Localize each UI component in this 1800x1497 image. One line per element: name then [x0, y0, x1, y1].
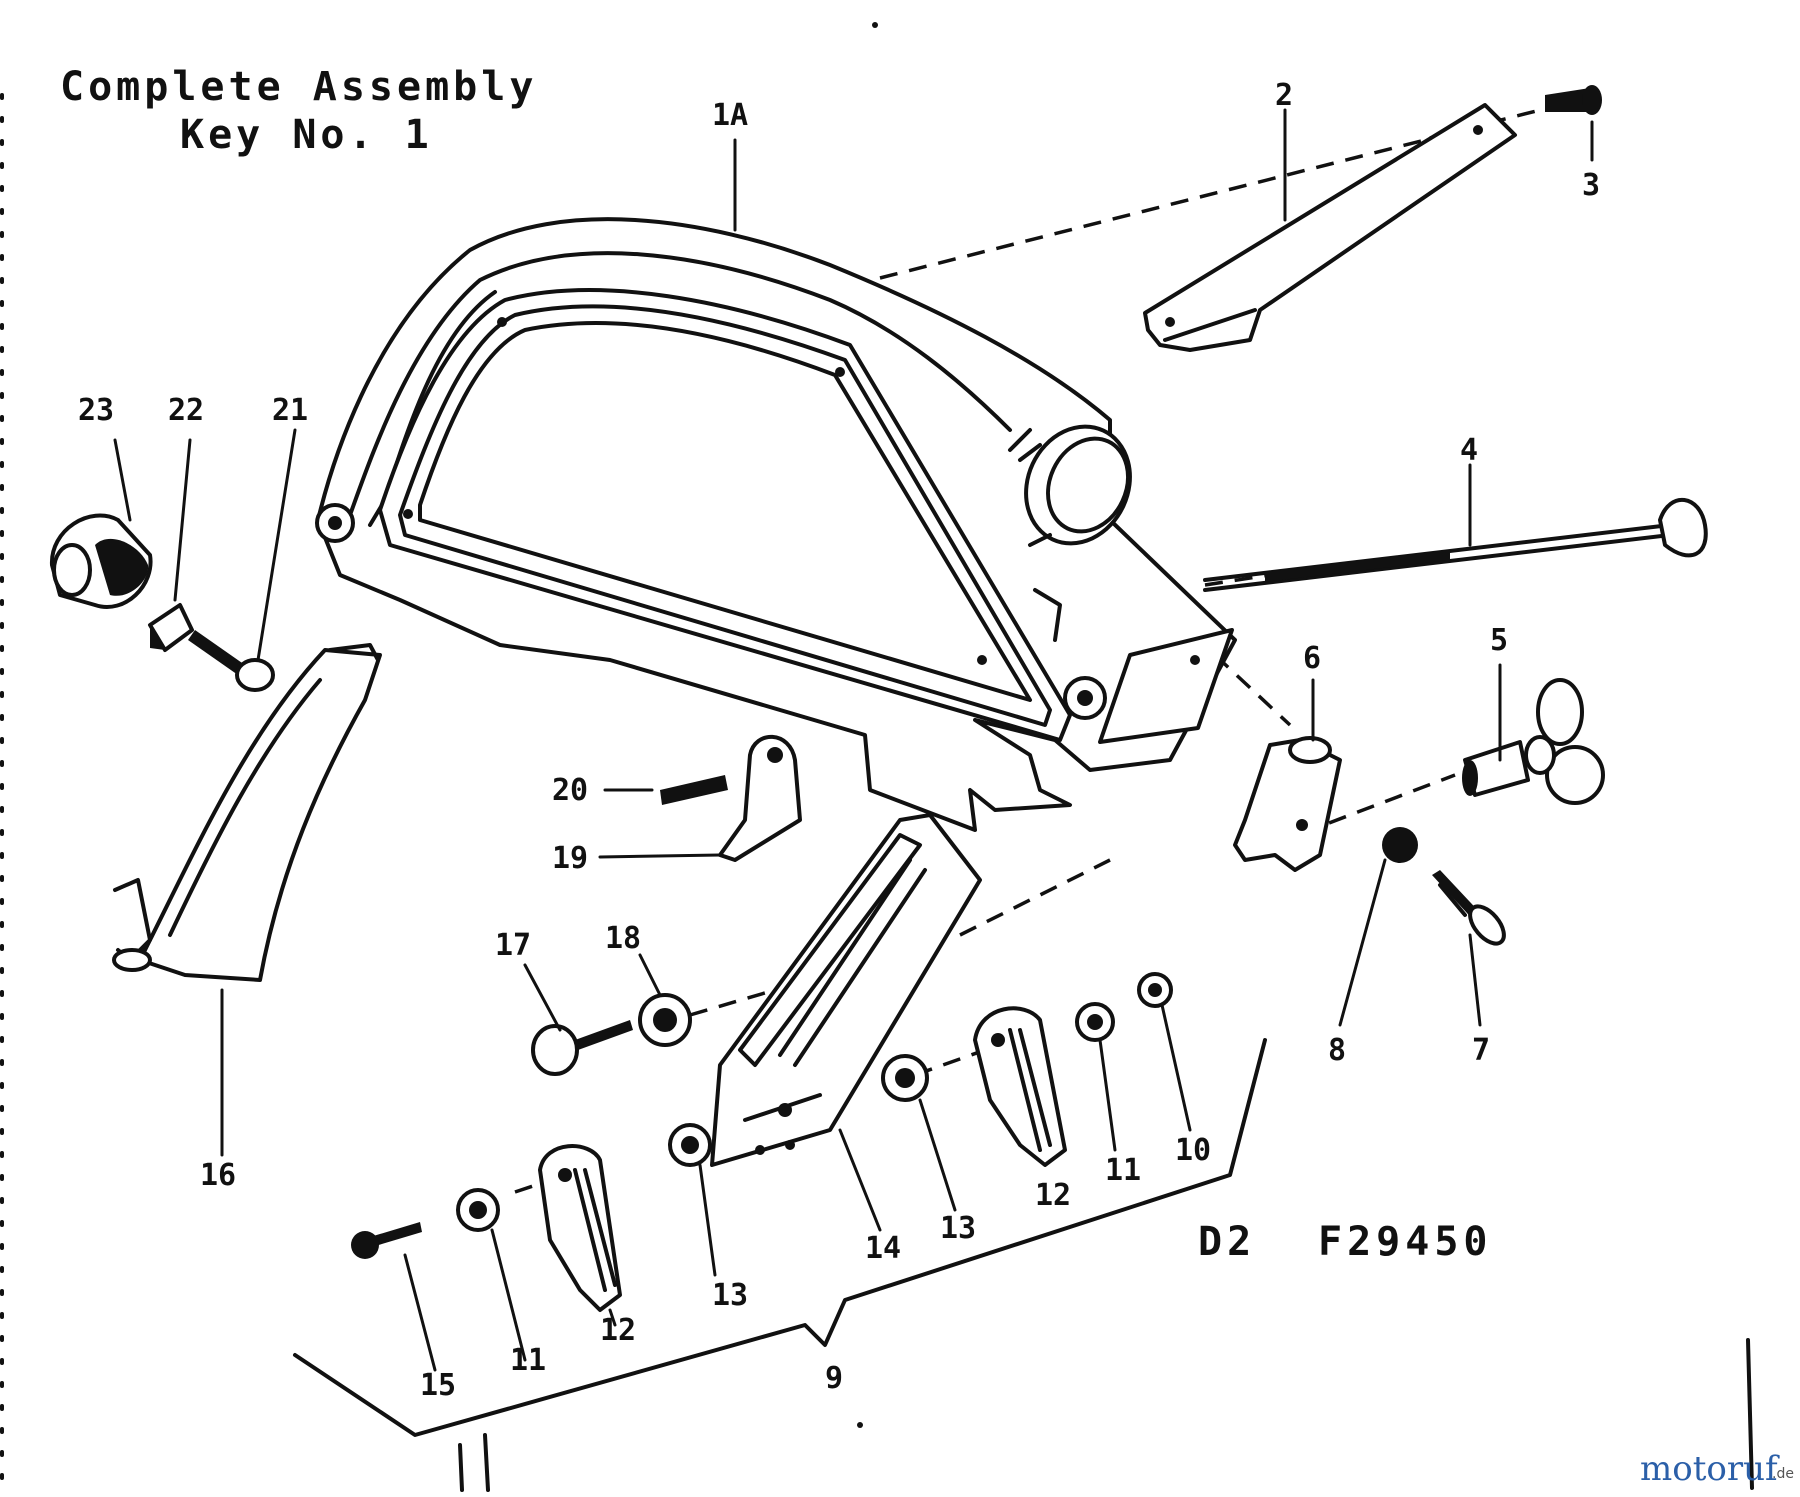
- washer-18: [638, 993, 692, 1047]
- nut-8: [1382, 827, 1418, 863]
- clamp-12-right: [973, 1006, 1067, 1167]
- callout-8: 8: [1328, 1033, 1346, 1068]
- callout-9: 9: [825, 1361, 843, 1396]
- callout-12-right: 12: [1035, 1178, 1071, 1213]
- header-line1: Complete Assembly: [60, 64, 537, 110]
- callout-4: 4: [1460, 433, 1478, 468]
- bolt-7: [1432, 870, 1506, 946]
- callout-7: 7: [1472, 1033, 1490, 1068]
- callout-15: 15: [420, 1368, 456, 1403]
- watermark: motoruf .de: [1640, 1449, 1794, 1489]
- nut-22: [148, 603, 194, 652]
- slide-plate-14: [710, 813, 982, 1167]
- callout-16: 16: [200, 1158, 236, 1193]
- diagram-code: D2 F29450: [1198, 1219, 1493, 1265]
- callout-21: 21: [272, 393, 308, 428]
- callout-14: 14: [865, 1231, 901, 1266]
- callout-5: 5: [1490, 623, 1508, 658]
- callout-11-left: 11: [510, 1343, 546, 1378]
- callout-labels: 1A 2 3 4 5 6 7 8 9 10 11 11 12 12 13 13 …: [78, 78, 1600, 1403]
- washer-11-right: [1075, 1002, 1115, 1042]
- callout-18: 18: [605, 921, 641, 956]
- leader-lines: [113, 108, 1594, 1372]
- watermark-brand: motoruf: [1640, 1449, 1780, 1489]
- screw-20: [660, 775, 728, 805]
- washer-11-left: [456, 1188, 500, 1232]
- base-plate-9: [293, 1038, 1267, 1437]
- scan-edge-marks: [0, 22, 1754, 1492]
- clamp-12-left: [538, 1144, 622, 1312]
- callout-20: 20: [552, 773, 588, 808]
- blade-guard-1a: [315, 217, 1237, 832]
- callout-13-right: 13: [940, 1211, 976, 1246]
- callout-23: 23: [78, 393, 114, 428]
- callout-13-left: 13: [712, 1278, 748, 1313]
- washer-13-right: [881, 1054, 929, 1102]
- callout-3: 3: [1582, 168, 1600, 203]
- bolt-10: [351, 1222, 422, 1259]
- callout-2: 2: [1275, 78, 1293, 113]
- knob-23: [49, 513, 153, 609]
- header-line2: Key No. 1: [180, 112, 433, 158]
- rod-4: [1203, 498, 1708, 592]
- bracket-2: [1143, 103, 1517, 352]
- callout-1a: 1A: [712, 98, 748, 133]
- callout-19: 19: [552, 841, 588, 876]
- callout-12-left: 12: [600, 1313, 636, 1348]
- bracket-19: [718, 734, 802, 862]
- diagram-header: Complete Assembly Key No. 1: [60, 64, 537, 158]
- bolt-17: [531, 1020, 633, 1076]
- screw-3: [1545, 85, 1602, 115]
- bolt-21: [188, 630, 275, 692]
- callout-17: 17: [495, 928, 531, 963]
- bracket-washer-6: [1233, 736, 1342, 872]
- diagram-code-prefix: D2: [1198, 1219, 1256, 1265]
- curved-guard-16: [112, 643, 382, 982]
- bolt-10-right: [1137, 972, 1173, 1008]
- washer-13-left: [668, 1123, 712, 1167]
- callout-11-right: 11: [1105, 1153, 1141, 1188]
- watermark-suffix: .de: [1772, 1466, 1794, 1482]
- diagram-code-number: F29450: [1318, 1219, 1493, 1265]
- callout-10: 10: [1175, 1133, 1211, 1168]
- callout-22: 22: [168, 393, 204, 428]
- wing-nut-5: [1462, 678, 1605, 805]
- callout-6: 6: [1303, 641, 1321, 676]
